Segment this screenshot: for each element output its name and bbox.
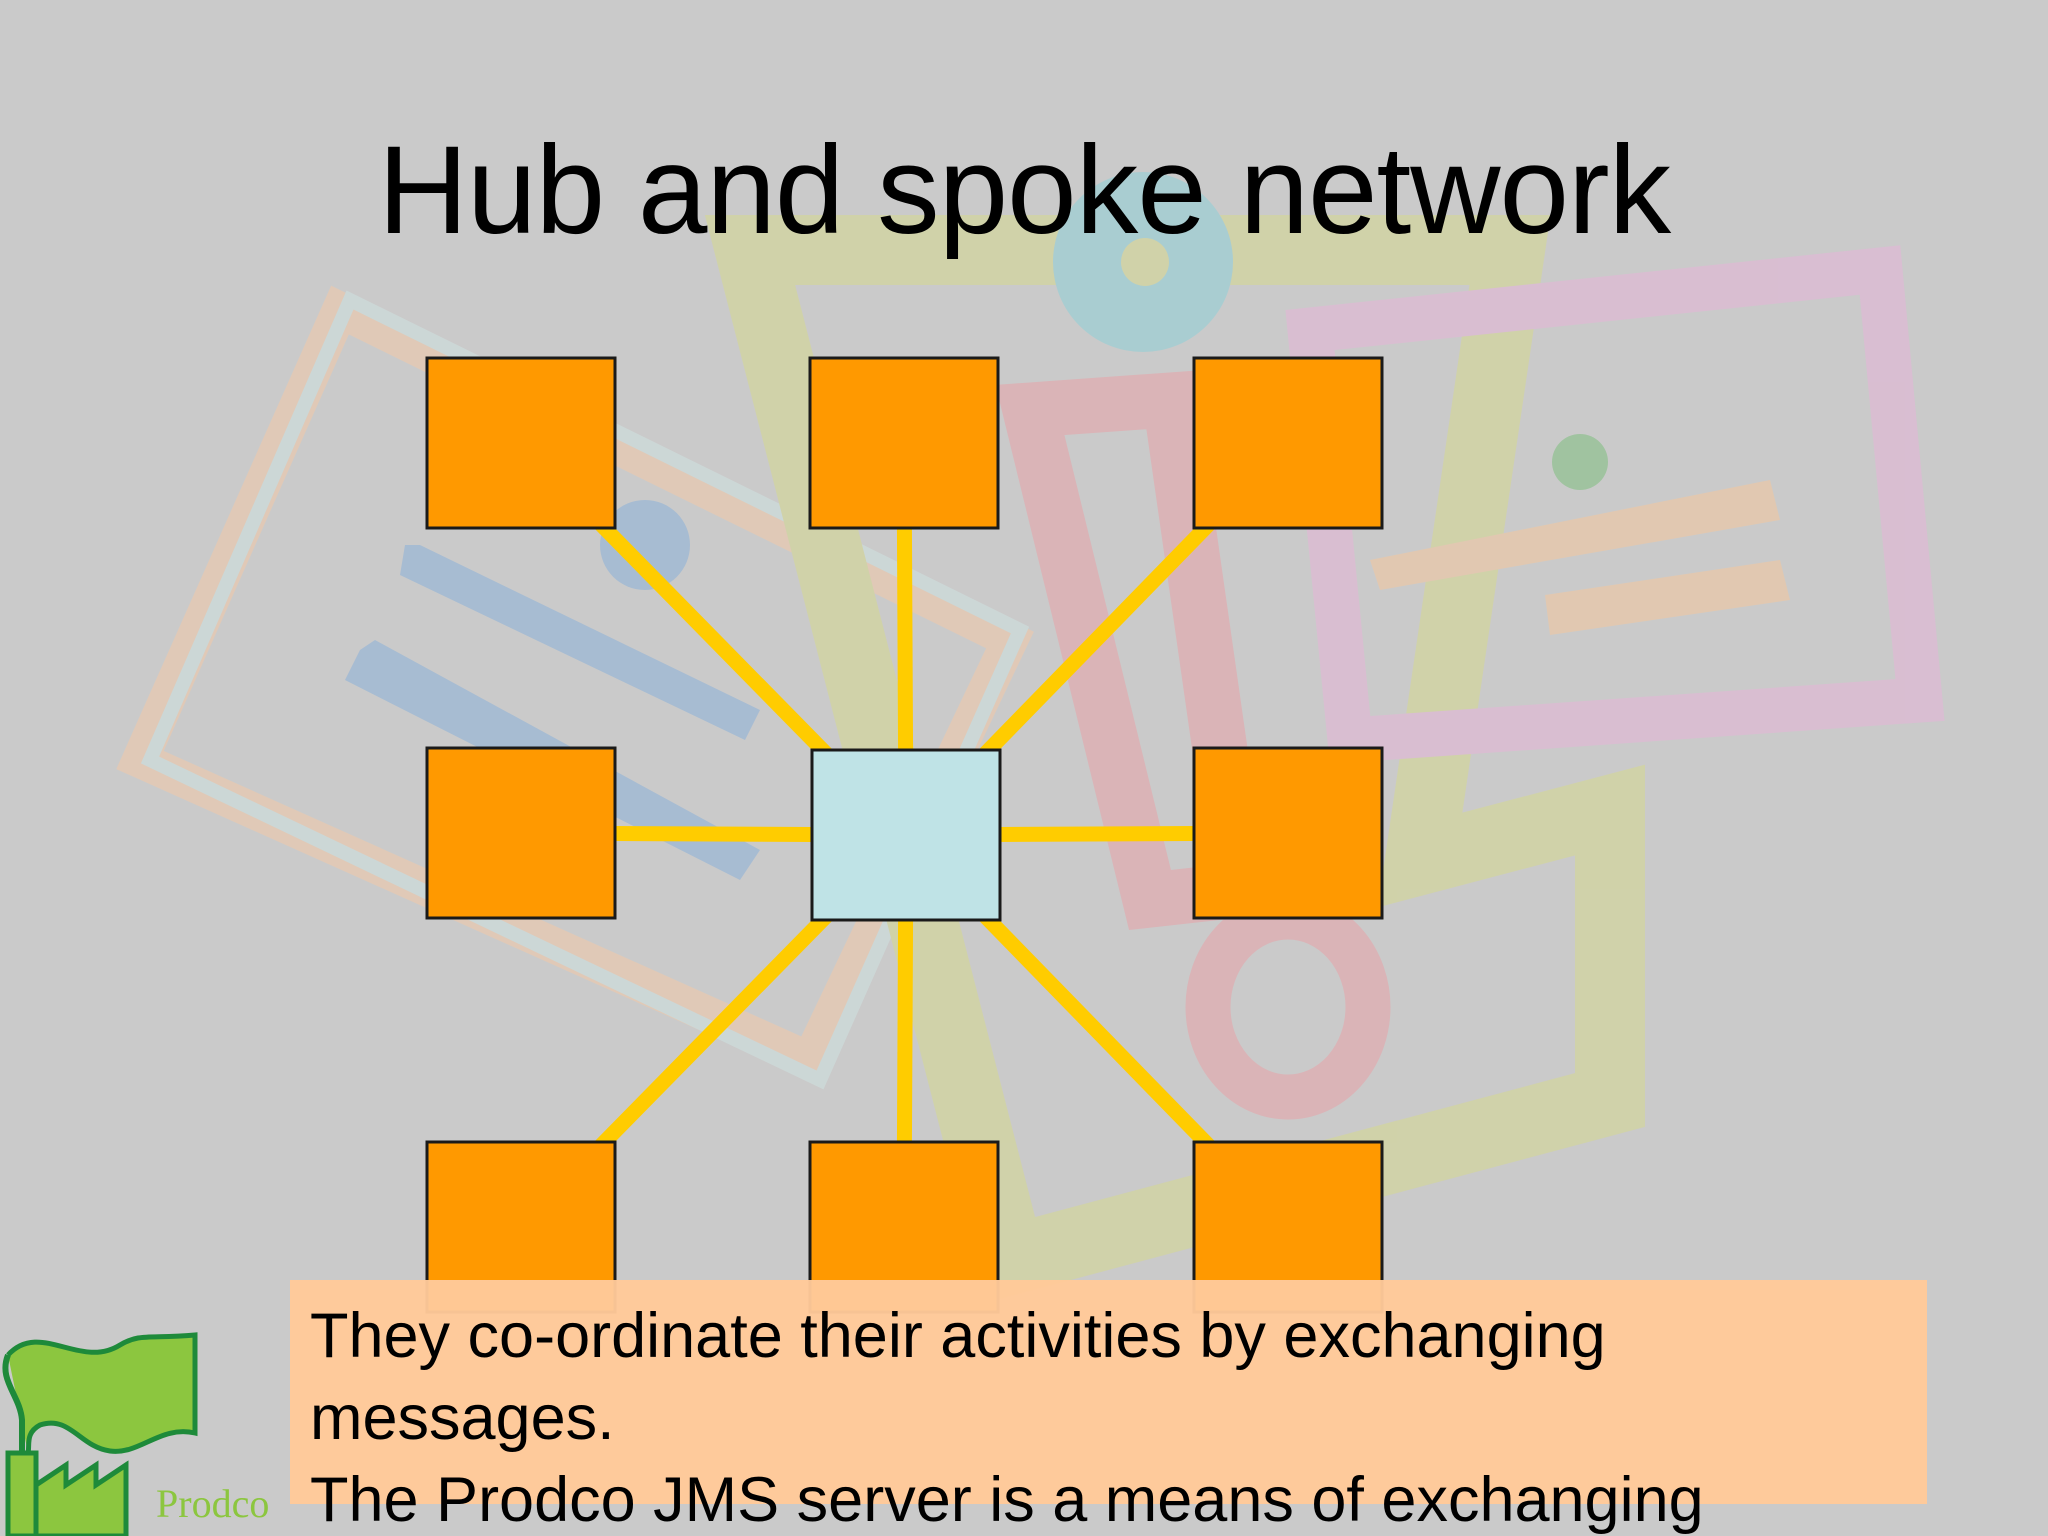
node-top-left (425, 356, 617, 530)
bg-shape-blue-bar-1 (400, 545, 760, 740)
logo-text: Prodco (156, 1481, 270, 1526)
node-middle-right (1192, 746, 1384, 920)
hub-node (810, 748, 1002, 922)
bg-shape-orange-bar-2 (1545, 560, 1790, 635)
caption-line-2: messages. (310, 1383, 615, 1453)
caption-line-1: They co-ordinate their activities by exc… (310, 1301, 1606, 1371)
caption-text: They co-ordinate their activities by exc… (310, 1295, 2010, 1536)
nodes (425, 356, 1384, 1314)
bg-shape-blue-dot (600, 500, 690, 590)
bg-shape-olive-frame (704, 215, 1645, 1303)
bg-shape-violet-frame (1285, 245, 1945, 764)
caption-line-3: The Prodco JMS server is a means of exch… (310, 1465, 1704, 1535)
node-top-right (1192, 356, 1384, 530)
factory-flag-icon (2, 1332, 198, 1536)
node-middle-left (425, 746, 617, 920)
bg-shape-teal-circle-center (1121, 238, 1169, 286)
bg-shape-green-dot (1552, 434, 1608, 490)
slide-title: Hub and spoke network (377, 121, 1671, 260)
bg-shape-aqua-frame (140, 290, 1030, 1090)
caption-box (290, 1280, 1927, 1504)
node-top-center (808, 356, 1000, 530)
bg-shape-orange-bar-1 (1370, 480, 1780, 590)
